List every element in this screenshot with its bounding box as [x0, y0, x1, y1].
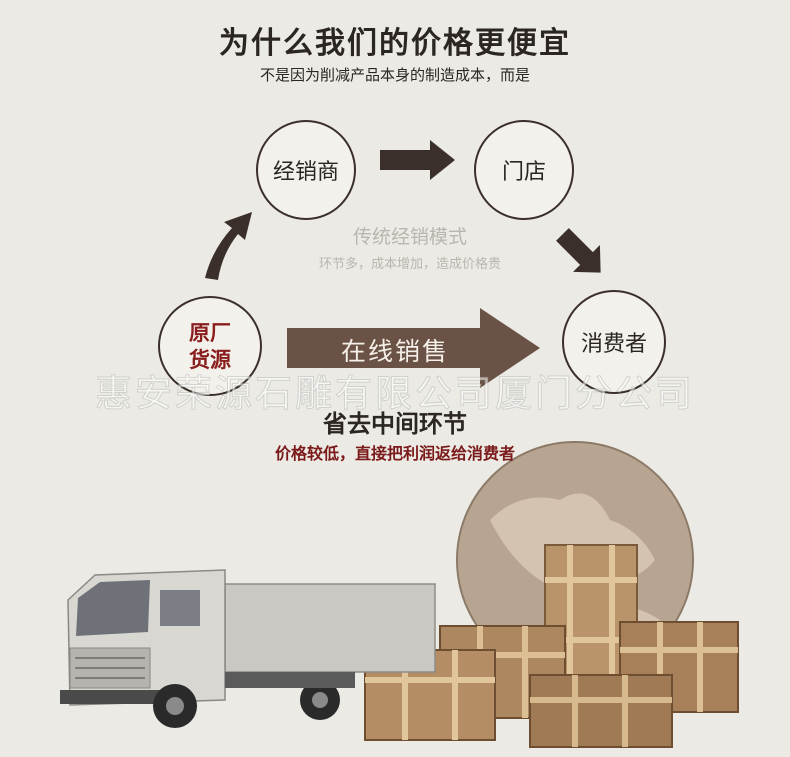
consumer-node: 消费者 — [562, 290, 666, 394]
page-subtitle: 不是因为削减产品本身的制造成本，而是 — [259, 66, 530, 84]
arrow-store-to-consumer-icon — [556, 228, 601, 273]
online-sales-label: 在线销售 — [340, 337, 449, 366]
traditional-model-subtitle: 环节多，成本增加，造成价格贵 — [318, 257, 501, 272]
arrow-dealer-to-store-icon — [380, 140, 455, 180]
truck-icon — [60, 569, 436, 728]
store-node: 门店 — [474, 120, 574, 220]
footer-title: 省去中间环节 — [323, 409, 467, 438]
source-label-line1: 原厂 — [189, 320, 231, 345]
arrow-source-to-dealer-icon — [205, 212, 252, 280]
factory-source-node: 原厂 货源 — [158, 296, 262, 396]
source-label-line2: 货源 — [189, 347, 231, 372]
page-title: 为什么我们的价格更便宜 — [219, 26, 571, 61]
footer-subtitle: 价格较低，直接把利润返给消费者 — [274, 444, 515, 463]
dealer-node: 经销商 — [256, 120, 356, 220]
company-watermark: 惠安荣源石雕有限公司厦门分公司 — [95, 372, 695, 416]
traditional-model-title: 传统经销模式 — [352, 226, 467, 248]
online-sales-arrow-icon — [287, 308, 540, 388]
